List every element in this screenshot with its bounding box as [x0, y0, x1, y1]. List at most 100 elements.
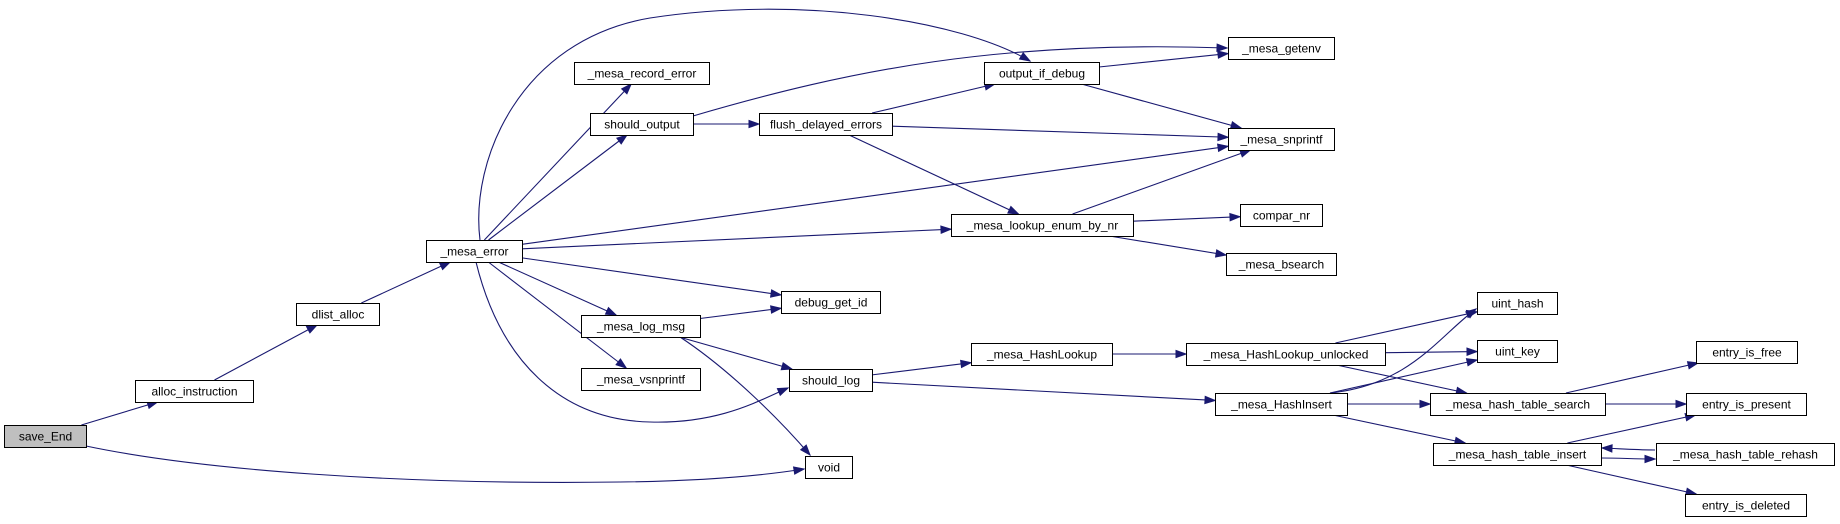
node-label: _mesa_getenv	[1241, 42, 1321, 56]
arrowhead	[1217, 50, 1230, 59]
edge-line	[679, 336, 811, 456]
node-box	[581, 315, 701, 338]
arrowhead	[1644, 454, 1657, 464]
node-box	[984, 62, 1100, 85]
edge-line	[1565, 362, 1699, 394]
node-entry-is-present[interactable]: entry_is_present	[1686, 393, 1807, 416]
node-box	[789, 369, 873, 392]
edge-mesa-hashinsert-to-uint-key	[1329, 358, 1479, 394]
node-box	[1228, 128, 1335, 151]
node-flush-delayed-errors[interactable]: flush_delayed_errors	[759, 113, 893, 136]
node-mesa-getenv[interactable]: _mesa_getenv	[1228, 37, 1335, 60]
edge-mesa-hash-table-search-to-entry-is-free	[1565, 361, 1700, 394]
node-box	[426, 240, 523, 263]
node-mesa-vsnprintf[interactable]: _mesa_vsnprintf	[581, 368, 701, 391]
edge-line	[1332, 414, 1466, 444]
node-output-if-debug[interactable]: output_if_debug	[984, 62, 1100, 85]
edge-should-log-to-mesa-hashinsert	[871, 381, 1217, 405]
node-label: should_log	[802, 374, 860, 388]
edge-line	[487, 261, 627, 369]
node-box	[1686, 393, 1807, 416]
node-mesa-log-msg[interactable]: _mesa_log_msg	[581, 315, 701, 338]
edge-line	[521, 228, 952, 250]
node-uint-hash[interactable]: uint_hash	[1477, 292, 1558, 315]
edge-should-log-to-mesa-hashlookup	[871, 359, 973, 376]
edge-line	[1072, 149, 1251, 215]
node-should-output[interactable]: should_output	[590, 113, 694, 136]
edge-mesa-lookup-enum-by-nr-to-mesa-bsearch	[1109, 235, 1228, 258]
node-debug-get-id[interactable]: debug_get_id	[781, 291, 881, 314]
node-mesa-hash-table-rehash[interactable]: _mesa_hash_table_rehash	[1656, 443, 1835, 466]
node-mesa-snprintf[interactable]: _mesa_snprintf	[1228, 128, 1335, 151]
node-label: entry_is_free	[1712, 346, 1782, 360]
node-label: uint_key	[1495, 345, 1540, 359]
edge-save-end-to-alloc-instruction	[81, 400, 159, 426]
arrowhead	[1686, 361, 1700, 370]
arrowhead	[792, 466, 806, 475]
arrowhead	[1175, 349, 1188, 359]
node-mesa-bsearch[interactable]: _mesa_bsearch	[1226, 253, 1337, 276]
node-mesa-hashinsert[interactable]: _mesa_HashInsert	[1215, 393, 1348, 416]
node-box	[135, 380, 254, 403]
edge-mesa-error-to-mesa-vsnprintf	[487, 261, 628, 369]
edge-line	[488, 134, 628, 241]
node-box	[1477, 292, 1558, 315]
node-label: _mesa_lookup_enum_by_nr	[966, 219, 1118, 233]
edge-mesa-hash-table-rehash-to-mesa-hash-table-insert	[1600, 444, 1656, 453]
node-label: _mesa_error	[439, 245, 508, 259]
edge-line	[361, 261, 451, 304]
arrowhead	[1217, 143, 1230, 153]
node-should-log[interactable]: should_log	[789, 369, 873, 392]
edge-line	[475, 261, 789, 423]
edge-flush-delayed-errors-to-output-if-debug	[871, 82, 997, 114]
node-label: _mesa_HashLookup_unlocked	[1203, 348, 1369, 362]
arrowhead	[616, 134, 629, 145]
arrowhead	[799, 444, 811, 457]
edge-line	[483, 83, 632, 241]
edge-output-if-debug-to-mesa-snprintf	[1081, 83, 1243, 130]
arrowhead	[620, 82, 633, 95]
edge-line	[871, 381, 1216, 402]
node-label: _mesa_snprintf	[1239, 133, 1323, 147]
node-alloc-instruction[interactable]: alloc_instruction	[135, 380, 254, 403]
edge-line	[1566, 464, 1697, 495]
node-save-end[interactable]: save_End	[4, 425, 87, 448]
node-mesa-lookup-enum-by-nr[interactable]: _mesa_lookup_enum_by_nr	[951, 214, 1134, 237]
node-mesa-error[interactable]: _mesa_error	[426, 240, 523, 263]
node-box	[1226, 253, 1337, 276]
node-label: void	[818, 461, 840, 475]
node-entry-is-deleted[interactable]: entry_is_deleted	[1685, 494, 1807, 517]
edge-mesa-lookup-enum-by-nr-to-mesa-snprintf	[1072, 149, 1252, 215]
node-box	[1215, 393, 1348, 416]
edge-dlist-alloc-to-mesa-error	[361, 261, 452, 304]
node-mesa-hash-table-insert[interactable]: _mesa_hash_table_insert	[1433, 443, 1602, 466]
node-mesa-record-error[interactable]: _mesa_record_error	[574, 62, 710, 85]
node-entry-is-free[interactable]: entry_is_free	[1696, 341, 1798, 364]
node-mesa-hash-table-search[interactable]: _mesa_hash_table_search	[1430, 393, 1606, 416]
edge-mesa-log-msg-to-should-log	[679, 336, 794, 371]
edge-mesa-hash-table-insert-to-entry-is-deleted	[1566, 464, 1698, 496]
node-void[interactable]: void	[805, 456, 853, 479]
node-box	[759, 113, 893, 136]
node-label: _mesa_bsearch	[1238, 258, 1324, 272]
node-compar-nr[interactable]: compar_nr	[1240, 204, 1323, 227]
arrowhead	[1214, 249, 1228, 258]
edge-should-output-to-flush-delayed-errors	[693, 119, 761, 129]
node-mesa-hashlookup[interactable]: _mesa_HashLookup	[971, 343, 1113, 366]
arrowhead	[1600, 444, 1613, 453]
edges-layer	[81, 8, 1700, 496]
node-label: _mesa_hash_table_rehash	[1672, 448, 1818, 462]
node-box	[1240, 204, 1323, 227]
node-label: entry_is_present	[1702, 398, 1791, 412]
arrowhead	[1018, 51, 1032, 62]
edge-line	[521, 145, 1229, 245]
node-box	[1477, 340, 1558, 363]
node-dlist-alloc[interactable]: dlist_alloc	[296, 303, 380, 326]
node-uint-key[interactable]: uint_key	[1477, 340, 1558, 363]
edge-should-output-to-mesa-getenv	[692, 43, 1229, 117]
edge-line	[699, 307, 782, 320]
edge-flush-delayed-errors-to-mesa-lookup-enum-by-nr	[848, 134, 1020, 215]
node-label: debug_get_id	[795, 296, 868, 310]
node-mesa-hashlookup-unlocked[interactable]: _mesa_HashLookup_unlocked	[1186, 343, 1386, 366]
